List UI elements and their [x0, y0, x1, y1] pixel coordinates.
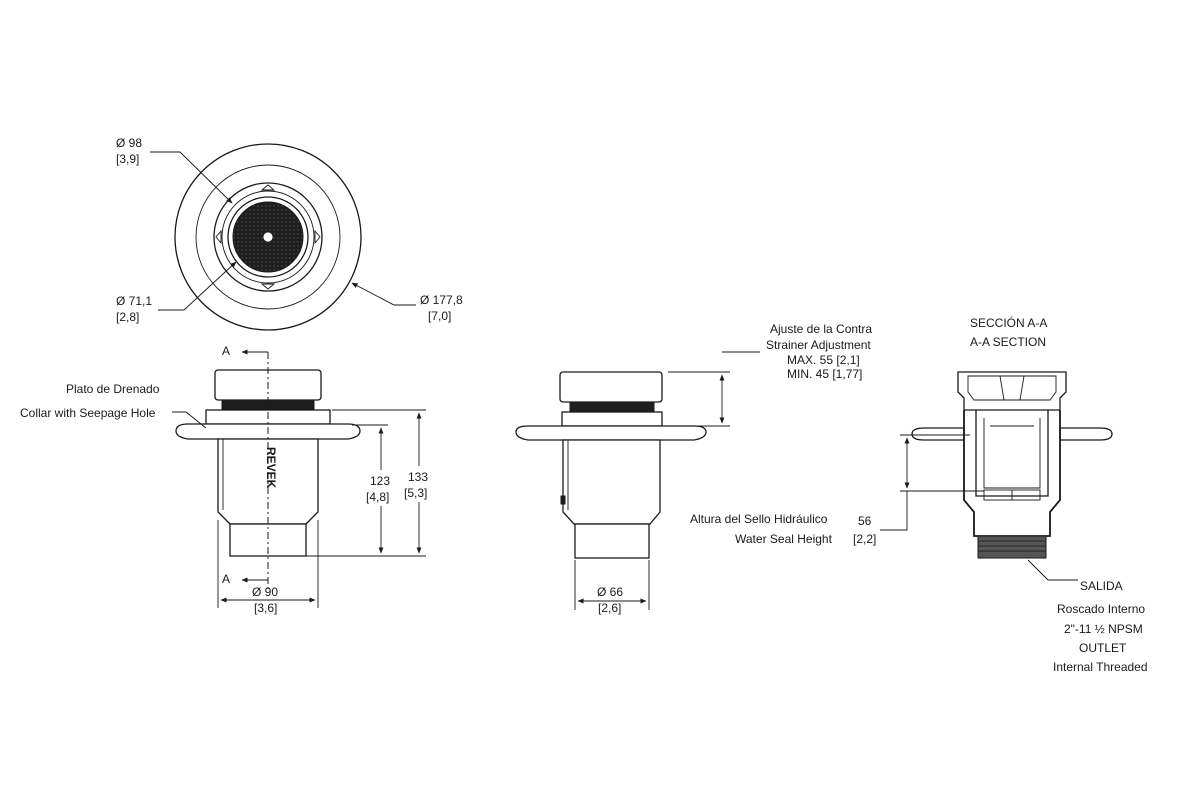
side-outlet-pipe — [574, 523, 650, 559]
dim-133-inch: [5,3] — [404, 486, 427, 500]
leader-d98 — [150, 151, 233, 204]
section-outer-wall — [963, 410, 1061, 537]
leader-d177 — [351, 282, 416, 306]
label-plate: Plato de Drenado — [66, 382, 160, 396]
side-thread-band — [569, 401, 655, 413]
notch-top — [260, 184, 276, 191]
section-cap-ribs — [999, 375, 1025, 401]
dim-d71: Ø 71,1 — [116, 294, 152, 308]
leader-outlet — [1027, 559, 1078, 581]
dim-123: 123 — [370, 474, 390, 488]
notch-left — [215, 229, 222, 245]
outlet-line-2: Roscado Interno — [1057, 602, 1145, 616]
body-mark: REVEK — [264, 447, 278, 489]
dim-66: Ø 66 — [597, 585, 623, 599]
seal-value-inch: [2,2] — [853, 532, 876, 546]
leader-collar — [172, 411, 207, 429]
section-title-es: SECCIÓN A-A — [970, 315, 1047, 330]
outer-plate-circle — [174, 143, 362, 331]
top-view: Ø 98 [3,9] Ø 71,1 [2,8] Ø 177,8 [7,0] — [116, 136, 463, 331]
section-marker-top: A — [222, 344, 230, 358]
leader-d71 — [158, 261, 237, 311]
section-plate-right — [1059, 427, 1113, 441]
section-marker-bottom: A — [222, 572, 230, 586]
plate-inner-circle — [195, 164, 341, 310]
dim-123-bg — [364, 470, 398, 506]
label-collar: Collar with Seepage Hole — [20, 406, 156, 420]
side-body — [562, 439, 661, 525]
notch-right — [314, 229, 321, 245]
section-cap-inner — [967, 375, 1057, 401]
dim-d98-inch: [3,9] — [116, 152, 139, 166]
dim-90-inch: [3,6] — [254, 601, 277, 615]
section-trap-inner — [983, 418, 1041, 489]
seal-label-es: Altura del Sello Hidráulico — [690, 512, 828, 526]
side-view: Ajuste de la Contra Strainer Adjustment … — [515, 322, 872, 615]
outlet-line-3: 2"-11 ½ NPSM — [1064, 622, 1143, 636]
seal-label-en: Water Seal Height — [735, 532, 833, 546]
section-thread-lines — [978, 540, 1046, 552]
section-cap — [957, 371, 1067, 411]
adjust-max: MAX. 55 [2,1] — [787, 353, 860, 367]
side-drain-plate — [515, 425, 707, 441]
seal-value: 56 — [858, 514, 872, 528]
body-circle — [221, 190, 315, 284]
dim-90: Ø 90 — [252, 585, 278, 599]
dim-123-inch: [4,8] — [366, 490, 389, 504]
adjust-line1: Ajuste de la Contra — [770, 322, 872, 336]
strainer-rim — [227, 196, 309, 278]
notch-bottom — [260, 283, 276, 290]
section-view: SECCIÓN A-A A-A SECTION Altura del Sello… — [690, 315, 1148, 674]
dim-d71-inch: [2,8] — [116, 310, 139, 324]
seepage-hole — [560, 495, 566, 505]
front-view: REVEK A A Plato de Drenado Collar with S… — [20, 344, 438, 615]
dim-d98: Ø 98 — [116, 136, 142, 150]
dim-66-inch: [2,6] — [598, 601, 621, 615]
section-plate-left — [911, 427, 965, 441]
section-title-en: A-A SECTION — [970, 335, 1046, 349]
section-trap-wall — [975, 410, 1049, 497]
outlet-line-1: SALIDA — [1080, 579, 1123, 593]
leader-seal — [880, 491, 908, 531]
adjust-min: MIN. 45 [1,77] — [787, 367, 862, 381]
outlet-line-5: Internal Threaded — [1053, 660, 1148, 674]
adjust-line2: Strainer Adjustment — [766, 338, 871, 352]
section-outlet-thread — [977, 535, 1047, 559]
collar-circle — [213, 182, 323, 292]
dim-133: 133 — [408, 470, 428, 484]
outlet-line-4: OUTLET — [1079, 641, 1127, 655]
side-strainer-cap — [559, 371, 663, 403]
dim-133-bg — [402, 466, 438, 502]
dim-d177: Ø 177,8 — [420, 293, 463, 307]
body-mark-text: REVEK — [264, 447, 278, 489]
outlet-notes: SALIDA Roscado Interno 2"-11 ½ NPSM OUTL… — [1053, 579, 1148, 674]
side-collar — [561, 411, 663, 427]
strainer-center-hole — [262, 231, 274, 243]
dim-d177-inch: [7,0] — [428, 309, 451, 323]
